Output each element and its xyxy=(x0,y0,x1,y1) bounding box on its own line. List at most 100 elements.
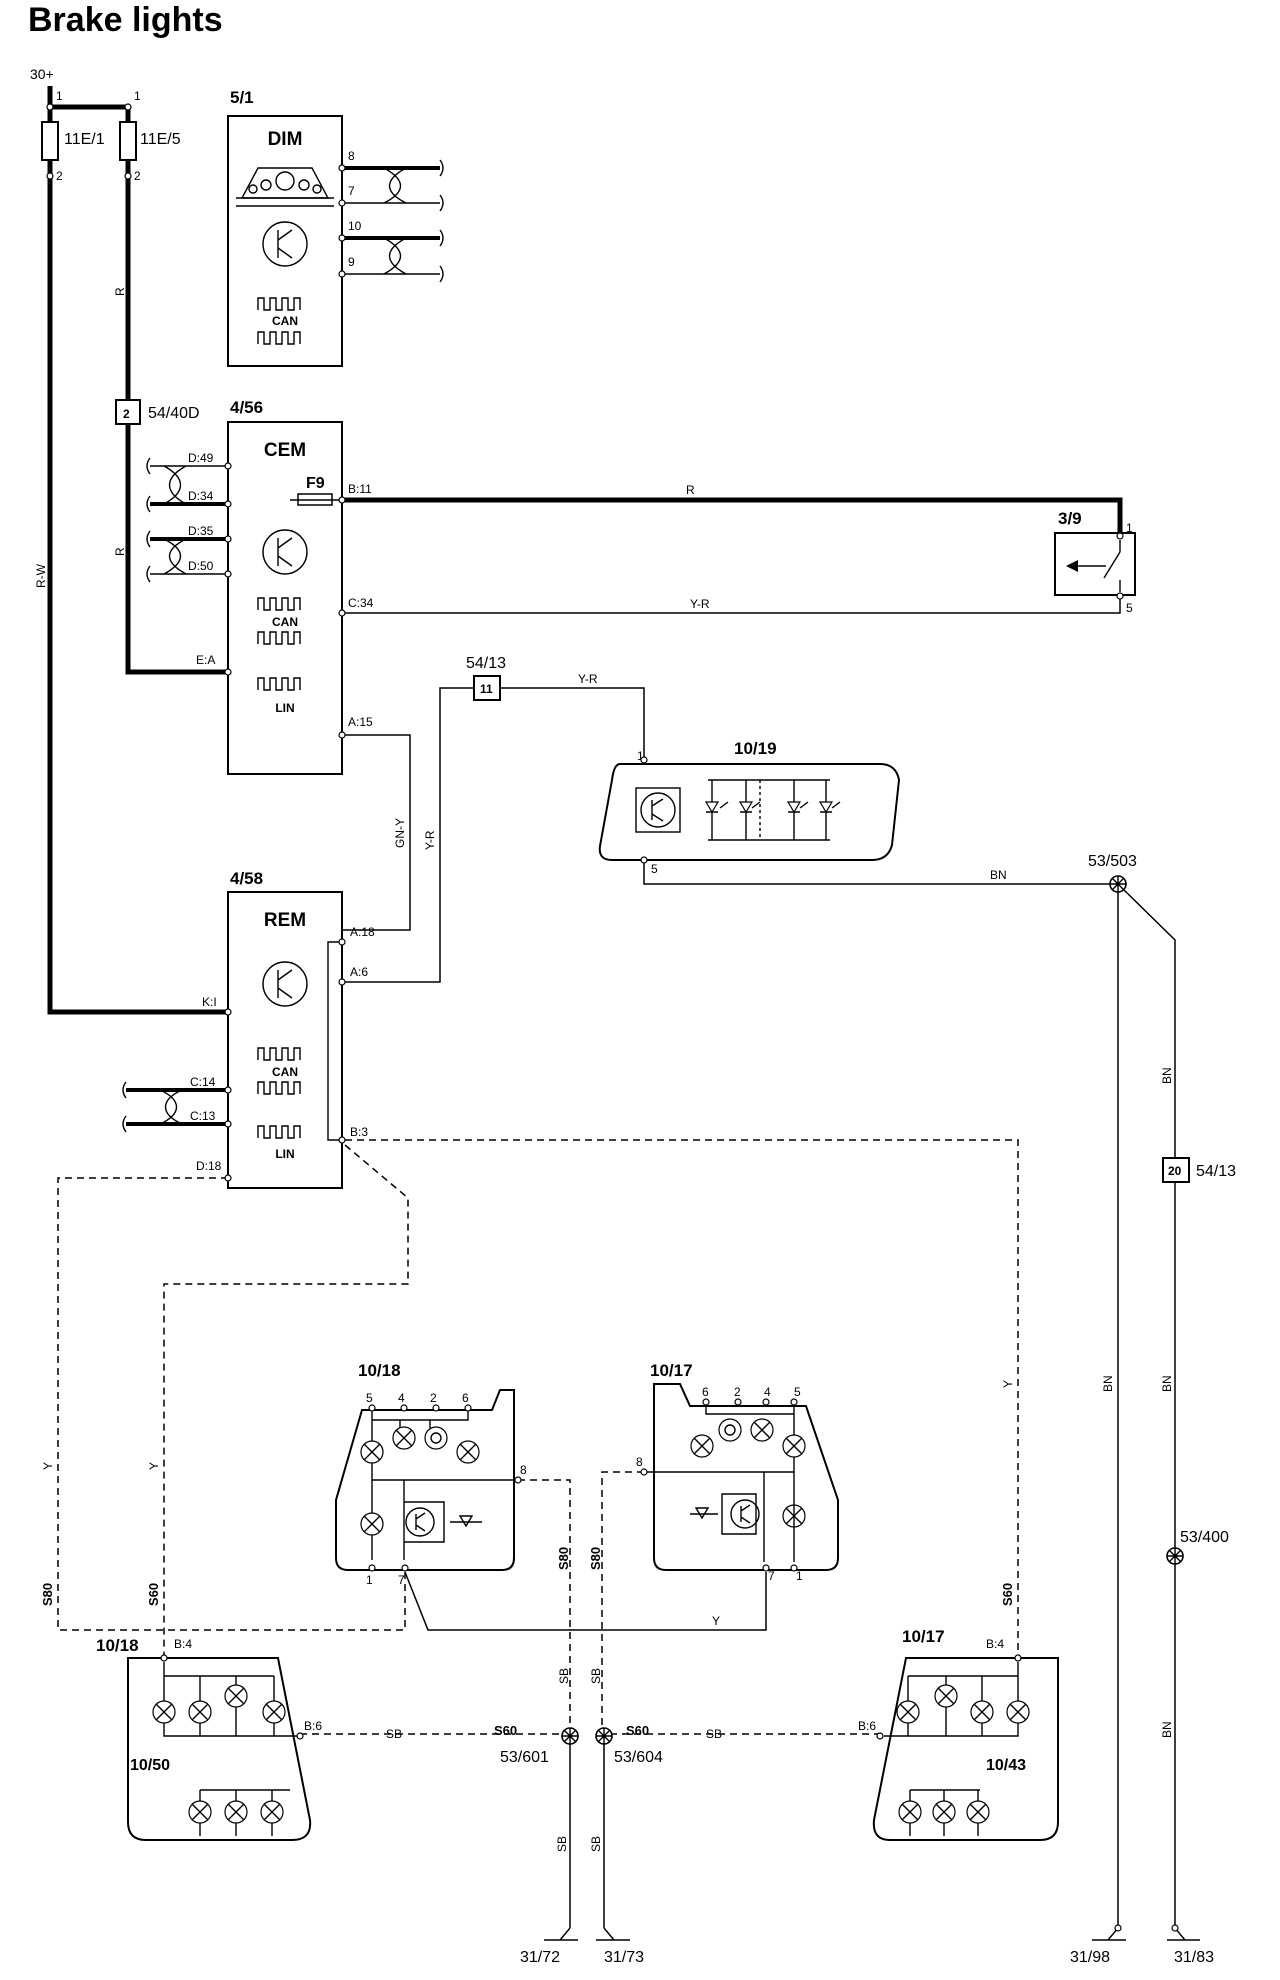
wire-label-rw: R-W xyxy=(34,563,48,588)
high-mounted-brake-light: 10/19 1 5 xyxy=(598,739,901,876)
svg-text:4: 4 xyxy=(398,1391,405,1405)
tail-lamp-right-upper: 10/17 6 2 4 5 8 7 1 xyxy=(636,1361,839,1583)
svg-text:5: 5 xyxy=(1126,601,1133,615)
svg-text:10/18: 10/18 xyxy=(96,1636,139,1655)
svg-text:CAN: CAN xyxy=(272,314,298,328)
wire-gny xyxy=(342,734,411,931)
svg-text:7: 7 xyxy=(348,184,355,198)
svg-text:B:6: B:6 xyxy=(858,1719,876,1733)
wire-bn-hbl-ground xyxy=(643,860,1116,885)
svg-text:20: 20 xyxy=(1168,1164,1182,1178)
svg-text:LIN: LIN xyxy=(275,1147,294,1161)
tail-lamp-left-lower: 10/18 B:4 B:6 10/50 xyxy=(96,1636,322,1841)
svg-text:54/40D: 54/40D xyxy=(148,405,200,422)
svg-text:2: 2 xyxy=(56,169,63,183)
svg-text:B:6: B:6 xyxy=(304,1719,322,1733)
cem-can-twisted-pairs xyxy=(146,457,228,583)
wire-label-yr-3: Y-R xyxy=(578,672,598,686)
svg-text:53/400: 53/400 xyxy=(1180,1529,1229,1546)
svg-text:D:35: D:35 xyxy=(188,524,214,538)
svg-text:11E/1: 11E/1 xyxy=(64,131,105,148)
svg-text:D:49: D:49 xyxy=(188,451,214,465)
svg-text:10: 10 xyxy=(348,219,362,233)
wire-rw-supply xyxy=(47,86,226,1015)
svg-text:D:18: D:18 xyxy=(196,1159,222,1173)
svg-text:2: 2 xyxy=(430,1391,437,1405)
wire-label-sb-6: SB xyxy=(589,1836,603,1852)
svg-text:C:13: C:13 xyxy=(190,1109,216,1123)
svg-text:LIN: LIN xyxy=(275,701,294,715)
brake-pedal-switch: 3/9 1 5 xyxy=(1054,509,1136,615)
svg-text:CAN: CAN xyxy=(272,1065,298,1079)
svg-text:54/13: 54/13 xyxy=(1196,1163,1236,1180)
ground-31-98: 31/98 xyxy=(1070,1927,1126,1966)
connector-54-40d: 2 54/40D xyxy=(115,399,200,425)
svg-text:A:18: A:18 xyxy=(350,925,375,939)
svg-text:E:A: E:A xyxy=(196,653,215,667)
svg-text:F9: F9 xyxy=(306,475,325,492)
svg-text:REM: REM xyxy=(264,910,306,931)
wire-y-upper-lamps xyxy=(404,1571,767,1631)
lin-signal-icon xyxy=(257,677,301,691)
svg-text:8: 8 xyxy=(636,1455,643,1469)
wire-label-y-4: Y xyxy=(712,1614,720,1628)
fuse-f9-icon xyxy=(290,493,342,506)
svg-text:10/43: 10/43 xyxy=(986,1757,1026,1774)
svg-text:5/1: 5/1 xyxy=(230,88,254,107)
svg-text:4/56: 4/56 xyxy=(230,398,263,417)
wire-label-yr-2: Y-R xyxy=(423,830,437,850)
wire-label-y-2: Y xyxy=(147,1462,161,1470)
svg-text:CEM: CEM xyxy=(264,440,306,461)
can-signal-icon xyxy=(257,597,301,611)
wire-label-sb-1: SB xyxy=(557,1668,571,1684)
svg-text:B:3: B:3 xyxy=(350,1125,368,1139)
svg-text:53/601: 53/601 xyxy=(500,1749,549,1766)
svg-text:10/50: 10/50 xyxy=(130,1757,170,1774)
splice-53-400: 53/400 xyxy=(1166,1529,1229,1565)
rem-bracket xyxy=(327,941,342,1141)
svg-text:53/503: 53/503 xyxy=(1088,853,1137,870)
dim-module: 5/1 DIM CAN 8 7 10 9 xyxy=(227,88,362,367)
wire-y-s60-left xyxy=(163,1144,409,1658)
diagram-title: Brake lights xyxy=(28,1,223,39)
svg-text:CAN: CAN xyxy=(272,615,298,629)
wire-label-r-1: R xyxy=(113,287,127,296)
svg-text:31/72: 31/72 xyxy=(520,1949,560,1966)
wire-y-s60-right xyxy=(345,1139,1019,1658)
splice-53-604: 53/604 xyxy=(595,1727,663,1766)
svg-text:10/17: 10/17 xyxy=(902,1627,945,1646)
wire-sb-s80-right xyxy=(601,1471,644,1734)
wire-label-bn-4: BN xyxy=(1160,1375,1174,1392)
ground-31-72: 31/72 xyxy=(520,1927,578,1966)
wire-label-sb-3: SB xyxy=(386,1727,402,1741)
svg-text:5: 5 xyxy=(366,1391,373,1405)
fuse-11e5: 1 2 11E/5 xyxy=(119,89,181,183)
rem-module: 4/58 REM CAN LIN A:18 A:6 K:I C:14 C:13 … xyxy=(190,869,375,1189)
wire-label-y-3: Y xyxy=(1001,1380,1015,1388)
svg-text:11E/5: 11E/5 xyxy=(140,131,181,148)
svg-text:5: 5 xyxy=(651,862,658,876)
wire-yr-rem-hbl xyxy=(342,687,645,983)
wire-y-s80-left xyxy=(57,1177,406,1631)
wire-label-bn-2: BN xyxy=(1160,1067,1174,1084)
svg-text:11: 11 xyxy=(480,682,493,696)
svg-text:31/83: 31/83 xyxy=(1174,1949,1214,1966)
rem-can-twisted-pairs xyxy=(122,1081,228,1133)
svg-text:9: 9 xyxy=(348,255,355,269)
connector-54-13-b: 20 54/13 xyxy=(1162,1157,1236,1183)
svg-text:A:6: A:6 xyxy=(350,965,368,979)
svg-text:1: 1 xyxy=(366,1573,373,1587)
wire-label-yr-1: Y-R xyxy=(690,597,710,611)
svg-text:2: 2 xyxy=(134,169,141,183)
svg-text:D:34: D:34 xyxy=(188,489,214,503)
supply-label: 30+ xyxy=(30,66,54,82)
can-signal-icon xyxy=(257,297,301,311)
model-label-s60-4: S60 xyxy=(626,1723,649,1738)
svg-text:B:4: B:4 xyxy=(174,1637,192,1651)
model-label-s80-3: S80 xyxy=(588,1547,603,1570)
svg-text:C:34: C:34 xyxy=(348,596,374,610)
wire-label-bn-5: BN xyxy=(1160,1721,1174,1738)
svg-text:A:15: A:15 xyxy=(348,715,373,729)
svg-text:8: 8 xyxy=(348,149,355,163)
svg-text:10/17: 10/17 xyxy=(650,1361,693,1380)
